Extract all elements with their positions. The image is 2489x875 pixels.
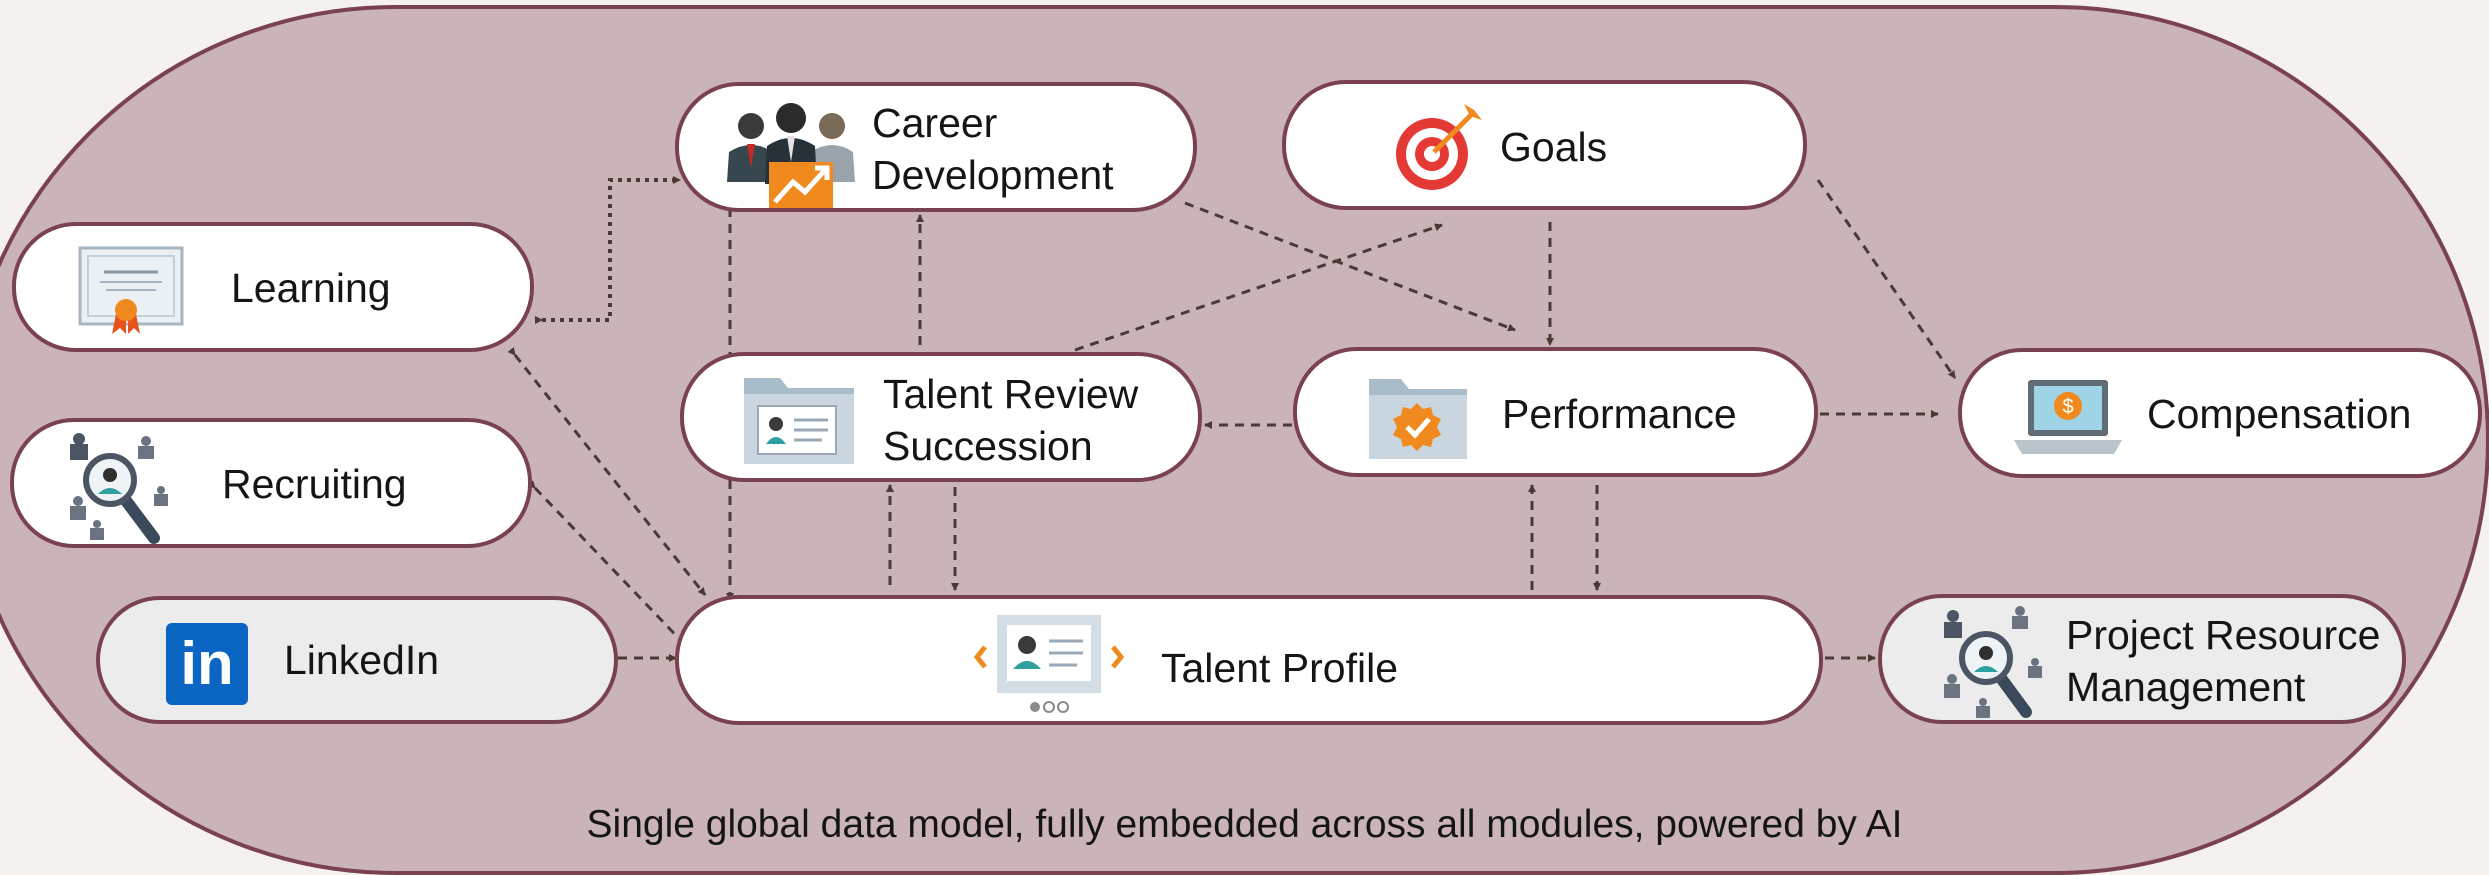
target-icon [1396, 104, 1482, 190]
profile-card-carousel-icon [973, 615, 1125, 713]
node-project-resource-management[interactable]: Project Resource Management [1878, 594, 2406, 724]
node-talent-review-succession-label: Talent Review Succession [883, 371, 1139, 469]
node-goals-label: Goals [1500, 124, 1608, 170]
laptop-payment-icon: $ [2014, 380, 2122, 454]
platform-caption: Single global data model, fully embedded… [586, 803, 1903, 846]
node-talent-profile-label: Talent Profile [1161, 645, 1399, 691]
approved-folder-icon [1369, 379, 1467, 459]
node-goals[interactable]: Goals [1282, 80, 1807, 210]
node-performance[interactable]: Performance [1293, 347, 1818, 477]
node-career-development[interactable]: Career Development [675, 82, 1197, 212]
resource-search-icon [1944, 606, 2042, 718]
node-career-development-label: Career Development [872, 100, 1114, 198]
node-learning-label: Learning [231, 265, 391, 311]
svg-text:$: $ [2062, 396, 2073, 418]
linkedin-logo-icon: in [166, 623, 248, 705]
node-recruiting[interactable]: Recruiting [10, 418, 532, 548]
node-linkedin[interactable]: in LinkedIn [96, 596, 618, 724]
node-talent-review-succession[interactable]: Talent Review Succession [680, 352, 1202, 482]
node-learning[interactable]: Learning [12, 222, 534, 352]
node-talent-profile[interactable]: Talent Profile [675, 595, 1823, 725]
node-performance-label: Performance [1502, 391, 1737, 437]
candidate-search-icon [70, 433, 168, 544]
node-linkedin-label: LinkedIn [284, 637, 440, 683]
certificate-icon [78, 246, 184, 334]
node-compensation-label: Compensation [2147, 391, 2412, 437]
node-compensation[interactable]: $ Compensation [1958, 348, 2482, 478]
node-project-resource-management-label: Project Resource Management [2066, 612, 2381, 710]
team-growth-icon [727, 103, 855, 208]
node-recruiting-label: Recruiting [222, 461, 407, 507]
profile-folder-icon [744, 378, 854, 464]
